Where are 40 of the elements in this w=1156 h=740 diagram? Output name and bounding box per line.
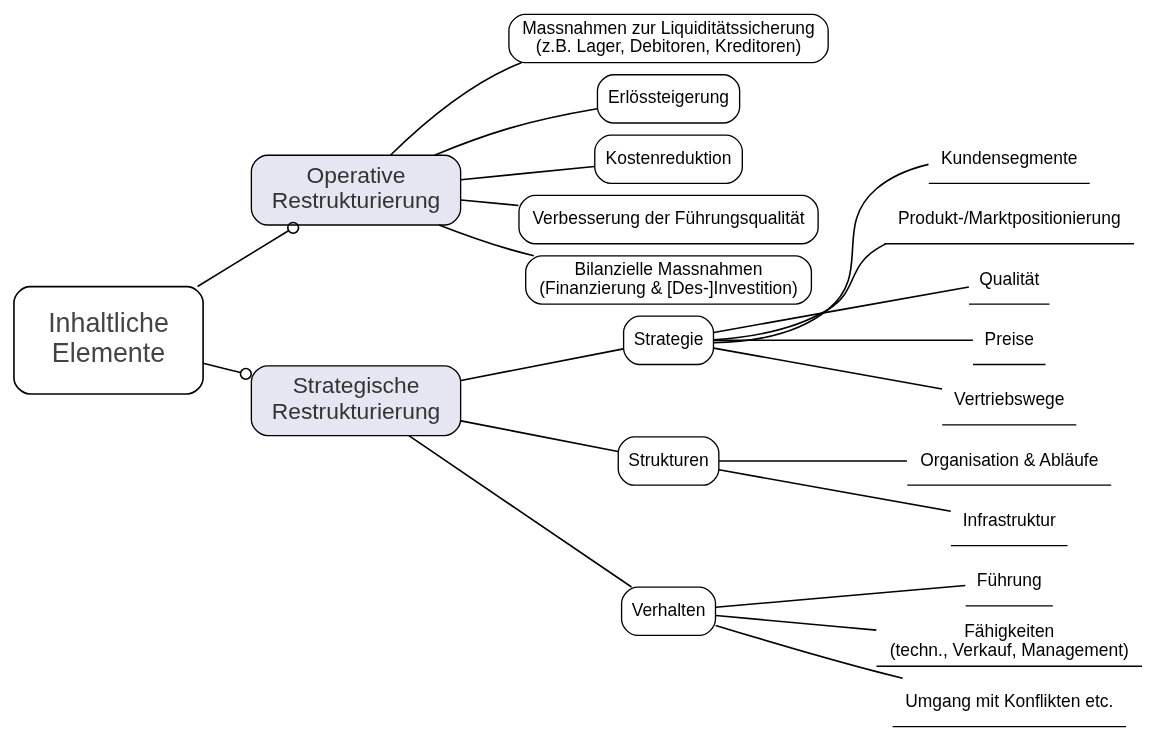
connector [714, 624, 904, 679]
node-text: Infrastruktur [962, 509, 1056, 530]
connector [718, 459, 908, 462]
node-box: Verhalten [620, 585, 717, 636]
connector [460, 165, 596, 181]
node-text: Kundensegmente [940, 147, 1078, 168]
node-text: Produkt-/Marktpositionierung [897, 207, 1121, 228]
connector [408, 434, 633, 588]
connector [202, 362, 252, 380]
connector [460, 198, 520, 206]
connector [715, 584, 967, 608]
node-text: Preise [984, 328, 1034, 349]
connector [433, 107, 598, 156]
connector [712, 163, 930, 343]
node-box: Bilanzielle Massnahmen (Finanzierung & [Des-]Investition) [525, 254, 813, 305]
node-box: Strategie [622, 315, 715, 365]
connector [712, 339, 974, 341]
node-box: Massnahmen zur Liquiditätssicherung (z.B. Lager, Debitoren, Kreditoren) [508, 13, 829, 63]
connector [715, 614, 878, 631]
node-text: Führung [976, 569, 1042, 590]
connector [712, 285, 970, 333]
node-box: Erlössteigerung [596, 73, 741, 124]
connector [712, 346, 943, 390]
node-box: Inhaltliche Elemente [13, 285, 204, 395]
connector [196, 221, 300, 287]
node-text: Organisation & Abläufe [920, 449, 1099, 470]
node-text: Vertriebswege [954, 388, 1065, 409]
connector [460, 419, 619, 452]
node-box: Kostenreduktion [594, 133, 743, 184]
connector [718, 468, 952, 512]
connector [460, 347, 625, 381]
node-text: Qualität [979, 268, 1040, 289]
node-box: Verbesserung der Führungsqualität [518, 194, 819, 244]
node-box: Operative Restrukturierung [250, 154, 462, 226]
node-box: Strukturen [617, 435, 720, 486]
node-box: Strategische Restrukturierung [250, 364, 462, 436]
connector [712, 242, 887, 341]
connector [389, 61, 523, 156]
node-text: Fähigkeiten (techn., Verkauf, Management) [889, 620, 1129, 660]
node-text: Umgang mit Konflikten etc. [905, 690, 1114, 711]
